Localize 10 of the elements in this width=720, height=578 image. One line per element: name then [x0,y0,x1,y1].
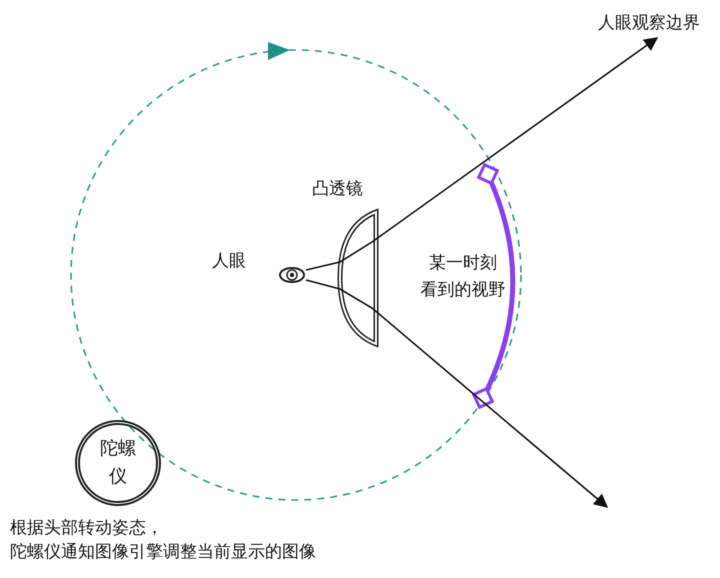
field-of-view-label: 看到的视野 [420,279,506,302]
eye-label: 人眼 [212,250,246,272]
caption-text: 根据头部转动姿态， [10,517,163,539]
caption-text: 陀螺仪通知图像引擎调整当前显示的图像 [10,541,316,563]
boundary-label: 人眼观察边界 [598,12,716,36]
lens-label: 凸透镜 [312,178,372,202]
field-of-view-label: 某一时刻 [428,252,498,275]
ray-arrow [306,37,658,271]
gyroscope-circle: 陀螺仪 [75,420,161,506]
ray-arrow [306,279,608,508]
